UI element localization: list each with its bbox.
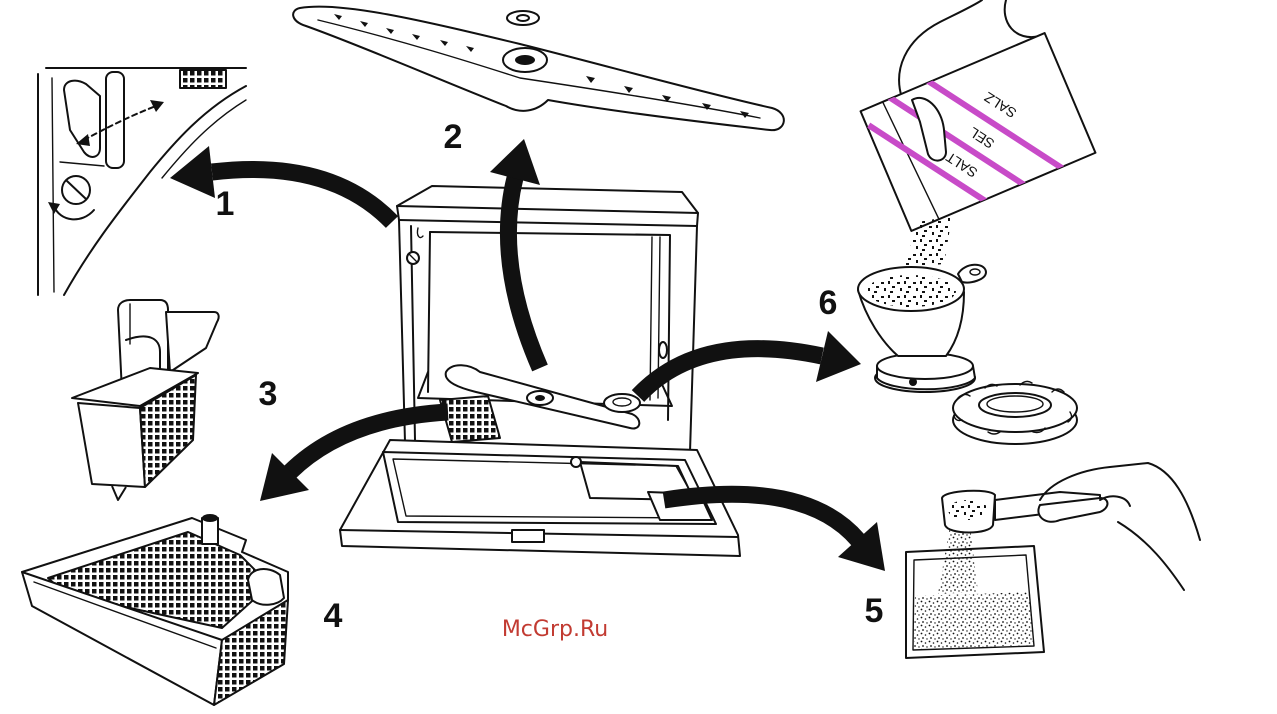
salt-container-cap — [604, 394, 640, 412]
salt-funnel — [858, 265, 986, 392]
callout-5: 5 — [865, 592, 884, 630]
salt-container-screw-cap — [953, 381, 1077, 444]
filter-tray — [22, 514, 288, 705]
arrow-to-6 — [638, 331, 861, 396]
spray-arm — [293, 7, 784, 131]
falling-detergent — [938, 526, 978, 594]
callout-1: 1 — [216, 185, 235, 223]
callout-2: 2 — [444, 118, 463, 156]
detergent-scoop-and-dispenser — [906, 463, 1200, 658]
arrow-to-1 — [170, 146, 392, 222]
watermark: McGrp.Ru — [502, 617, 608, 642]
filter-in-tub — [440, 396, 500, 442]
arrow-to-2 — [490, 139, 540, 368]
dishwasher-lid — [397, 186, 698, 213]
door-handle-plate — [512, 530, 544, 542]
cutlery-basket — [72, 300, 219, 500]
callout-6: 6 — [819, 284, 838, 322]
callout-4: 4 — [324, 597, 343, 635]
callout-3: 3 — [259, 375, 278, 413]
salt-bag: SALZ SEL SALT — [852, 0, 1116, 279]
filter-release-detail — [38, 68, 246, 295]
